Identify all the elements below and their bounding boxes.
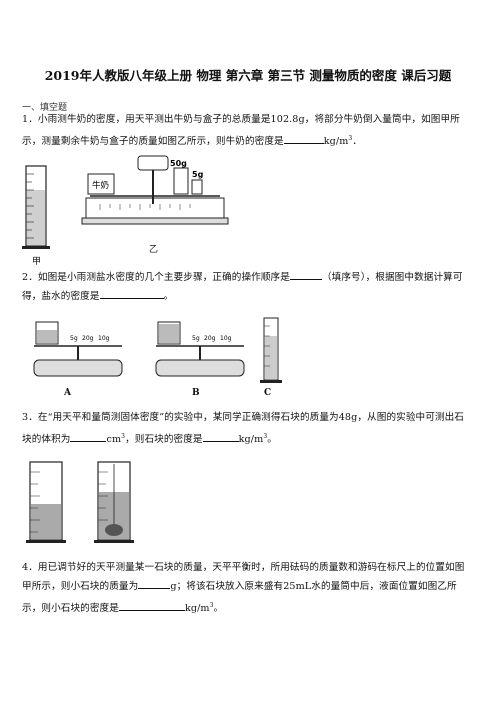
figure-q3 <box>26 461 134 543</box>
weight-50g <box>173 167 189 195</box>
question-2-text-b: （填序号），根据图中数据计算可得，盐水的密度是 <box>22 272 463 302</box>
answer-blank <box>283 133 324 145</box>
answer-blank <box>99 288 164 299</box>
balance-foot <box>81 217 229 225</box>
answer-blank <box>202 431 239 443</box>
figure-label-jia: 甲 <box>32 257 42 267</box>
cylinder-ticks <box>26 173 34 239</box>
svg-text:5g: 5g <box>192 335 200 342</box>
weight-5g <box>191 179 203 195</box>
page-title: 2019年人教版八年级上册 物理 第六章 第三节 测量物质的密度 课后习题 <box>44 68 452 83</box>
question-4-text-a: 4．用已调节好的天平测量某一石块的质量，天平平衡时，所用砝码的质量数和游码在标尺… <box>22 562 465 592</box>
balance-dial <box>137 155 169 171</box>
milk-carton <box>87 173 115 195</box>
figure-label-b: B <box>192 388 200 398</box>
section-heading: 一、填空题 <box>22 103 68 113</box>
svg-text:20g: 20g <box>204 335 216 342</box>
milk-label: 牛奶 <box>92 180 109 191</box>
svg-text:10g: 10g <box>220 335 232 342</box>
figure-q1-yi: 牛奶 50g 5g <box>81 155 229 225</box>
question-2-text-a: 2．如图是小雨测盐水密度的几个主要步骤，正确的操作顺序是 <box>22 272 290 283</box>
question-4-text-b: g；将该石块放入原来盛有25mL水的量筒中后，液面位置如图乙所示，则小石块的密度… <box>22 581 457 615</box>
svg-text:10g: 10g <box>98 335 110 342</box>
balance-base <box>33 359 123 377</box>
question-2: 2．如图是小雨测盐水密度的几个主要步骤，正确的操作顺序是（填序号），根据图中数据… <box>22 268 472 306</box>
svg-text:20g: 20g <box>82 335 94 342</box>
question-3: 3．在“用天平和量筒测固体密度”的实验中，某同学正确测得石块的质量为48g，从图… <box>22 412 464 446</box>
question-1-text: 1．小雨测牛奶的密度，用天平测出牛奶与盒子的总质量是102.8g，将部分牛奶倒入… <box>22 114 460 148</box>
balance-base <box>85 197 225 219</box>
figure-q2-c <box>260 317 282 383</box>
question-3-text-a: 3．在“用天平和量筒测固体密度”的实验中，某同学正确测得石块的质量为48g，从图… <box>22 412 464 446</box>
stone <box>105 524 123 536</box>
answer-blank <box>289 269 322 280</box>
figure-q1-jia <box>22 165 50 249</box>
beaker <box>157 321 181 345</box>
cylinder-liquid <box>27 190 45 245</box>
question-1: 1．小雨测牛奶的密度，用天平测出牛奶与盒子的总质量是102.8g，将部分牛奶倒入… <box>22 114 460 148</box>
answer-blank <box>118 600 185 612</box>
svg-text:5g: 5g <box>70 335 78 342</box>
figure-q2-b: 5g 20g 10g <box>155 321 245 377</box>
cylinder-base <box>22 246 50 249</box>
unit: kg/m <box>323 136 349 148</box>
weight-label-50g: 50g <box>170 159 187 168</box>
figure-label-yi: 乙 <box>149 245 159 255</box>
balance-scale-ticks <box>99 204 191 210</box>
figure-q2-a: 5g 20g 10g <box>33 321 123 377</box>
figure-label-a: A <box>64 388 71 398</box>
answer-blank <box>70 431 107 443</box>
weight-label-5g: 5g <box>192 170 204 179</box>
answer-blank <box>138 578 171 589</box>
beaker <box>35 321 59 345</box>
question-4: 4．用已调节好的天平测量某一石块的质量，天平平衡时，所用砝码的质量数和游码在标尺… <box>22 562 465 615</box>
figure-label-c: C <box>264 388 272 398</box>
